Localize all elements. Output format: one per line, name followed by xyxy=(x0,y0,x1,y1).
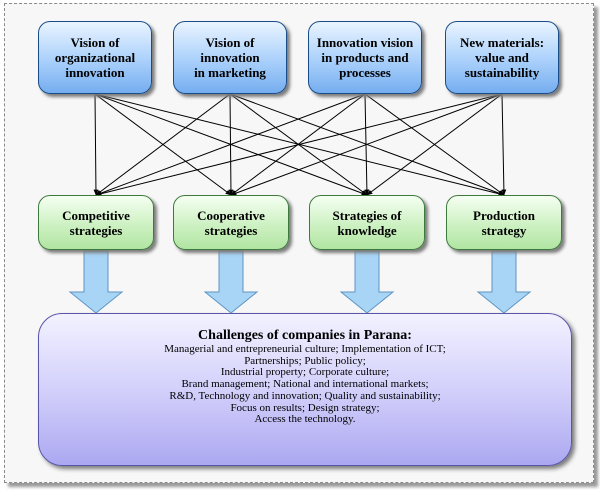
strategy-label-competitive: Competitive strategies xyxy=(62,207,130,238)
challenge-line: R&D, Technology and innovation; Quality … xyxy=(169,389,441,402)
vision-label-organizational: Vision of organizational innovation xyxy=(54,35,136,80)
vision-box-materials: New materials: value and sustainability xyxy=(445,21,559,94)
connector-v2-s1 xyxy=(95,93,231,196)
connector-v4-s1 xyxy=(95,93,503,197)
strategy-label-knowledge: Strategies of knowledge xyxy=(332,207,402,238)
vision-box-marketing: Vision of innovation in marketing xyxy=(173,21,287,94)
connector-v4-s4 xyxy=(501,93,507,196)
challenges-list: Managerial and entrepreneurial culture; … xyxy=(39,343,571,426)
challenge-line: Focus on results; Design strategy; xyxy=(230,401,380,414)
strategy-box-competitive: Competitive strategies xyxy=(38,195,154,250)
challenge-line: Brand management; National and internati… xyxy=(181,378,429,391)
strategy-label-production: Production strategy xyxy=(473,207,535,238)
vision-box-products: Innovation vision in products and proces… xyxy=(308,21,422,94)
strategy-box-knowledge: Strategies of knowledge xyxy=(309,195,425,250)
block-arrows xyxy=(68,250,532,314)
challenges-box: Challenges of companies in Parana: Manag… xyxy=(38,313,572,466)
connector-lines xyxy=(93,93,507,197)
connector-v4-s2 xyxy=(230,93,503,196)
block-arrow-4 xyxy=(476,250,532,314)
strategy-box-production: Production strategy xyxy=(446,195,562,250)
block-arrow-2 xyxy=(203,250,259,314)
vision-box-organizational: Vision of organizational innovation xyxy=(38,21,152,94)
connector-v1-s1 xyxy=(93,93,99,196)
block-arrow-3 xyxy=(339,250,395,314)
challenge-line: Industrial property; Corporate culture; xyxy=(220,366,390,379)
vision-label-marketing: Vision of innovation in marketing xyxy=(194,35,266,80)
challenge-line: Partnerships; Public policy; xyxy=(244,354,366,367)
challenges-title: Challenges of companies in Parana: xyxy=(198,328,412,343)
challenge-line: Managerial and entrepreneurial culture; … xyxy=(164,343,446,355)
strategy-box-cooperative: Cooperative strategies xyxy=(173,195,289,250)
connector-v3-s1 xyxy=(95,93,366,196)
connector-v4-s3 xyxy=(366,93,503,196)
vision-label-products: Innovation vision in products and proces… xyxy=(316,35,414,80)
strategy-label-cooperative: Cooperative strategies xyxy=(197,207,265,238)
challenge-line: Access the technology. xyxy=(254,413,356,426)
vision-label-materials: New materials: value and sustainability xyxy=(459,35,545,80)
block-arrow-1 xyxy=(68,250,124,314)
